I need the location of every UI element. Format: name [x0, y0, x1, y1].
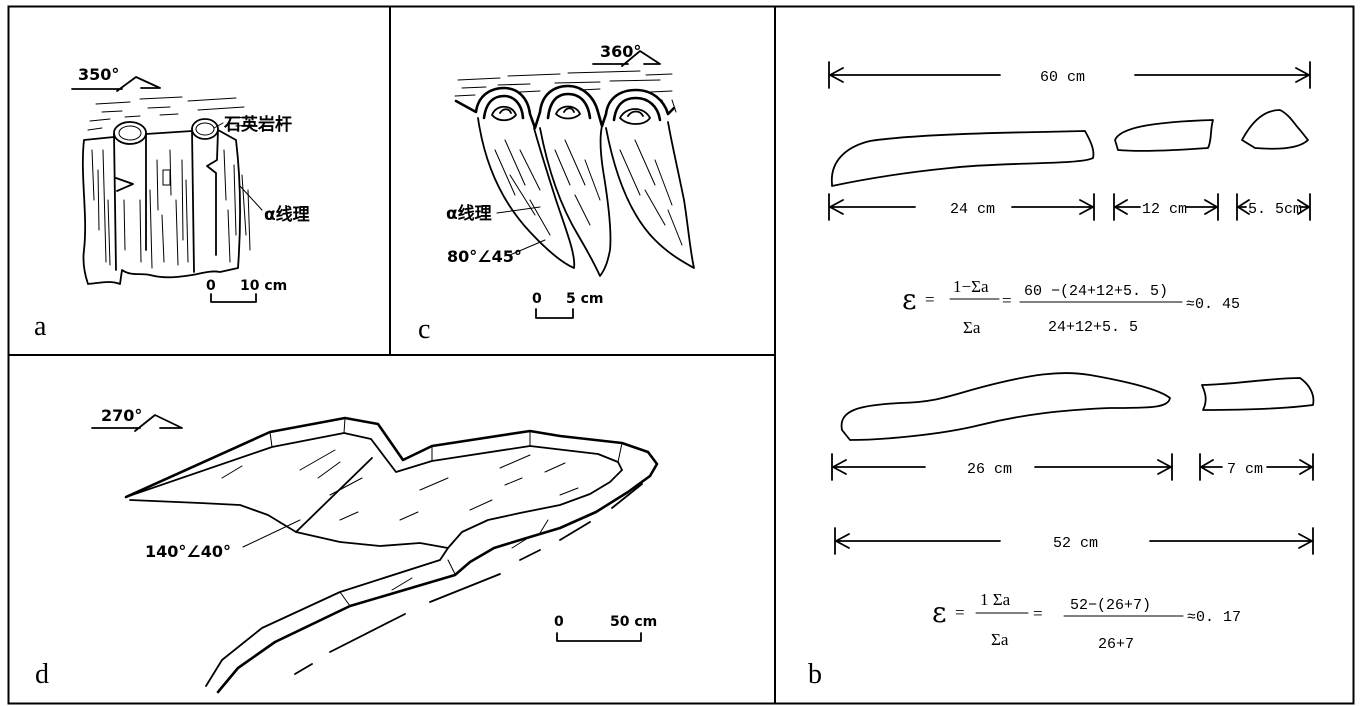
epsilon-symbol: ε	[902, 283, 917, 316]
formula-result: ≈0. 45	[1186, 296, 1240, 313]
rod-top-inner	[196, 123, 214, 135]
attitude-label-leader	[243, 520, 300, 547]
scale-zero: 0	[554, 614, 564, 630]
panel-c: 360° α线理 80°∠45° 0 5 cm c	[418, 42, 694, 345]
equals-sign: =	[925, 290, 935, 309]
panel-letter: d	[35, 659, 49, 690]
dimension-piece-4: 26 cm	[832, 454, 1172, 480]
fold-outer-broken-line	[295, 484, 642, 674]
formula-1: ε = 1−Σa Σa = 60 −(24+12+5. 5) 24+12+5. …	[902, 277, 1240, 337]
dimension-label: 24 cm	[950, 201, 995, 218]
panel-b: 60 cm 24 cm 12 cm 5. 5cm ε = 1−Σa Σa = 6…	[808, 62, 1313, 690]
lineation-label: α线理	[264, 204, 310, 225]
fraction-denominator: 24+12+5. 5	[1048, 319, 1138, 336]
dimension-label: 12 cm	[1142, 201, 1187, 218]
panel-letter: a	[34, 311, 47, 342]
fraction-numerator: 52−(26+7)	[1070, 597, 1151, 614]
fragment-3	[1242, 110, 1308, 149]
fragment-2	[1115, 120, 1213, 151]
fraction-numerator: 60 −(24+12+5. 5)	[1024, 283, 1168, 300]
scale-bar	[211, 294, 256, 302]
dimension-label: 52 cm	[1053, 535, 1098, 552]
panel-a: 350° 石英岩杆 α线理 0 10 cm a	[34, 65, 310, 342]
fragment-5	[1202, 378, 1313, 410]
lineation-strokes	[495, 140, 682, 245]
strike-label: 270°	[101, 406, 142, 425]
figure-frame	[8, 6, 1354, 704]
panel-letter: c	[418, 314, 430, 345]
dimension-label: 26 cm	[967, 461, 1012, 478]
panel-d: 270° 140°∠40° 0 50 cm d	[35, 406, 657, 692]
scale-length: 5 cm	[566, 291, 604, 307]
fraction-numerator: 1−Σa	[953, 277, 989, 296]
epsilon-symbol: ε	[932, 596, 947, 629]
attitude-label: 140°∠40°	[145, 542, 231, 561]
dimension-label: 60 cm	[1040, 69, 1085, 86]
mullion-cores	[492, 107, 650, 125]
dimension-label: 7 cm	[1227, 461, 1263, 478]
quartzite-rod-right	[192, 119, 218, 272]
mullion-wedge-3	[606, 122, 694, 268]
fragment-1	[832, 131, 1094, 186]
formula-result: ≈0. 17	[1187, 609, 1241, 626]
dimension-total-1: 60 cm	[829, 62, 1310, 88]
axial-trace	[296, 458, 372, 532]
formula-2: ε = 1 Σa Σa = 52−(26+7) 26+7 ≈0. 17	[932, 590, 1241, 653]
mullion-wedge-2	[540, 126, 611, 276]
dimension-piece-2: 12 cm	[1114, 194, 1218, 220]
mullion-wedge-1	[478, 118, 574, 268]
attitude-label: 80°∠45°	[447, 247, 522, 266]
dimension-label: 5. 5cm	[1248, 201, 1302, 218]
fold-core-boundary	[130, 500, 448, 548]
scale-length: 10 cm	[240, 278, 287, 294]
dimension-piece-1: 24 cm	[829, 194, 1094, 220]
rod-label: 石英岩杆	[223, 114, 292, 135]
scale-length: 50 cm	[610, 614, 657, 630]
equals-sign: =	[1033, 604, 1043, 623]
dimension-piece-5: 7 cm	[1200, 454, 1313, 480]
fraction-denominator: 26+7	[1098, 636, 1134, 653]
rod-body	[192, 130, 218, 272]
fraction-denominator: Σa	[991, 630, 1009, 649]
fraction-numerator: 1 Σa	[980, 590, 1011, 609]
fraction-denominator: Σa	[963, 318, 981, 337]
fragment-4	[842, 373, 1170, 440]
strike-label: 360°	[600, 42, 641, 61]
rod-top-inner	[119, 126, 141, 140]
dimension-total-2: 52 cm	[835, 528, 1313, 554]
equals-sign: =	[1002, 291, 1012, 310]
equals-sign: =	[955, 603, 965, 622]
dimension-piece-3: 5. 5cm	[1237, 194, 1310, 220]
scale-bar	[536, 309, 573, 318]
scale-bar	[557, 633, 641, 641]
lineation-label: α线理	[446, 203, 492, 224]
panel-letter: b	[808, 659, 822, 690]
scale-zero: 0	[206, 278, 216, 294]
scale-zero: 0	[532, 291, 542, 307]
strike-label: 350°	[78, 65, 119, 84]
